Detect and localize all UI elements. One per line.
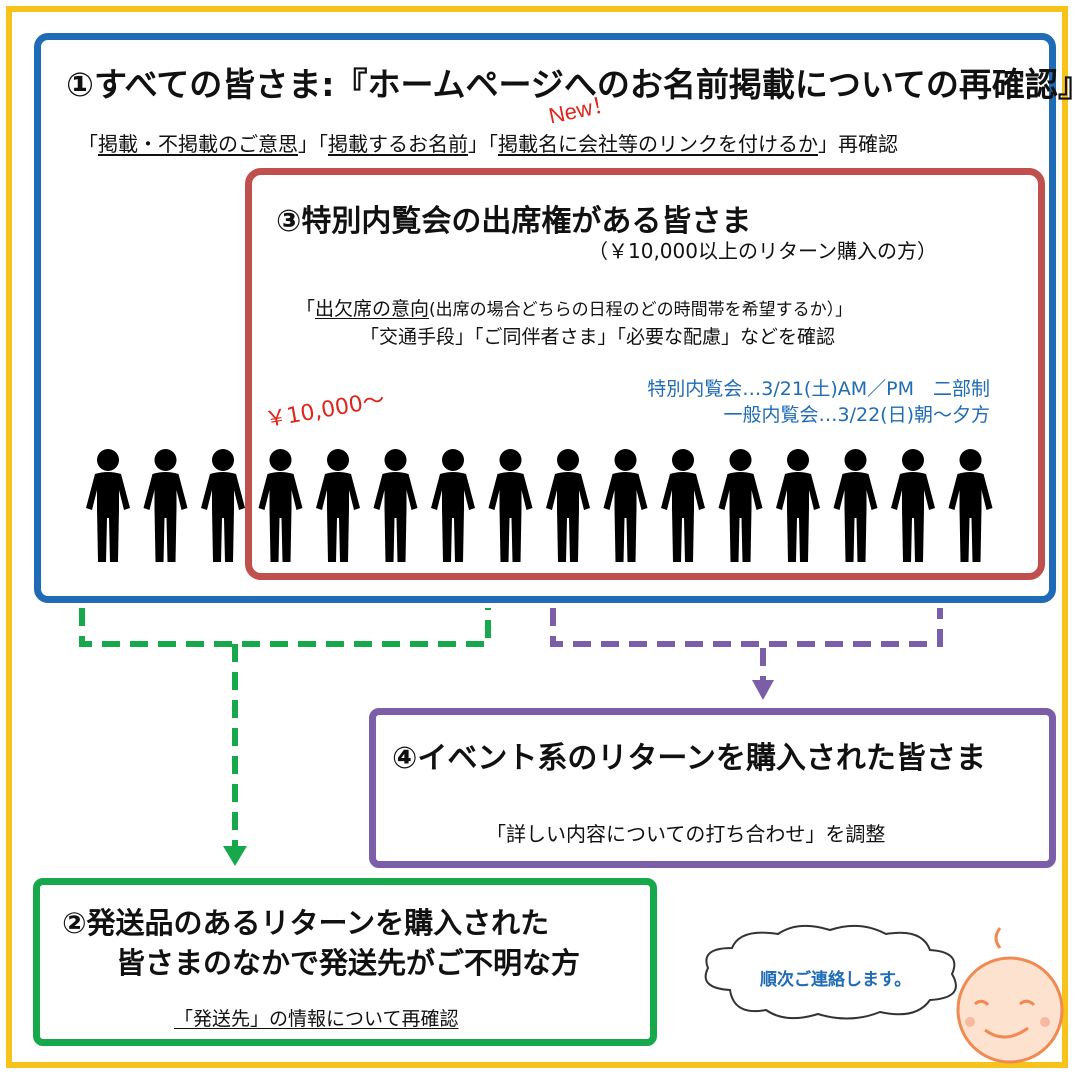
section-event-return-box — [369, 708, 1056, 868]
item-company-link: 掲載名に会社等のリンクを付けるか — [498, 132, 818, 156]
schedule-special: 特別内覧会…3/21(土)AM／PM 二部制 — [647, 378, 990, 400]
section3-line2: 「交通手段」「ご同伴者さま」「必要な配慮」などを確認 — [360, 326, 836, 348]
green-arrowhead — [223, 846, 247, 866]
green-connector — [79, 608, 491, 848]
section1-items: 「掲載・不掲載のご意思」「掲載するお名前」「掲載名に会社等のリンクを付けるか」再… — [78, 132, 898, 156]
section-special-preview-box — [245, 168, 1045, 580]
speech-cloud — [704, 924, 957, 1020]
attendance-intent: 出欠席の意向 — [315, 298, 430, 320]
section2-title-line1: ②発送品のあるリターンを購入された — [62, 906, 550, 940]
section3-subtitle: （￥10,000以上のリターン購入の方） — [588, 239, 937, 263]
purple-arrowhead — [752, 680, 774, 700]
section3-title: ③特別内覧会の出席権がある皆さま — [276, 204, 752, 239]
shipping-address: 「発送先」 — [174, 1008, 270, 1030]
section4-body: 「詳しい内容についての打ち合わせ」を調整 — [486, 822, 886, 846]
section2-title-line2: 皆さまのなかで発送先がご不明な方 — [116, 946, 581, 980]
item-publish-intent: 掲載・不掲載のご意思 — [98, 132, 298, 156]
section3-line1: 「出欠席の意向(出席の場合どちらの日程のどの時間帯を希望するか）」 — [296, 298, 853, 320]
section-shipping-box — [33, 878, 657, 1046]
item-display-name: 掲載するお名前 — [328, 132, 468, 156]
section-all-members-box — [34, 33, 1056, 603]
preview-schedule: 特別内覧会…3/21(土)AM／PM 二部制 一般内覧会…3/22(日)朝～夕方 — [647, 376, 990, 428]
outer-frame — [6, 6, 1068, 1068]
section4-title: ④イベント系のリターンを購入された皆さま — [392, 741, 986, 776]
contact-note: 順次ご連絡します。 — [760, 970, 912, 990]
schedule-general: 一般内覧会…3/22(日)朝～夕方 — [723, 404, 991, 426]
purple-connector — [550, 608, 943, 680]
section2-body: 「発送先」の情報について再確認 — [174, 1008, 459, 1030]
section1-title: ①すべての皆さま:『ホームページへのお名前掲載についての再確認』 — [66, 65, 1080, 104]
